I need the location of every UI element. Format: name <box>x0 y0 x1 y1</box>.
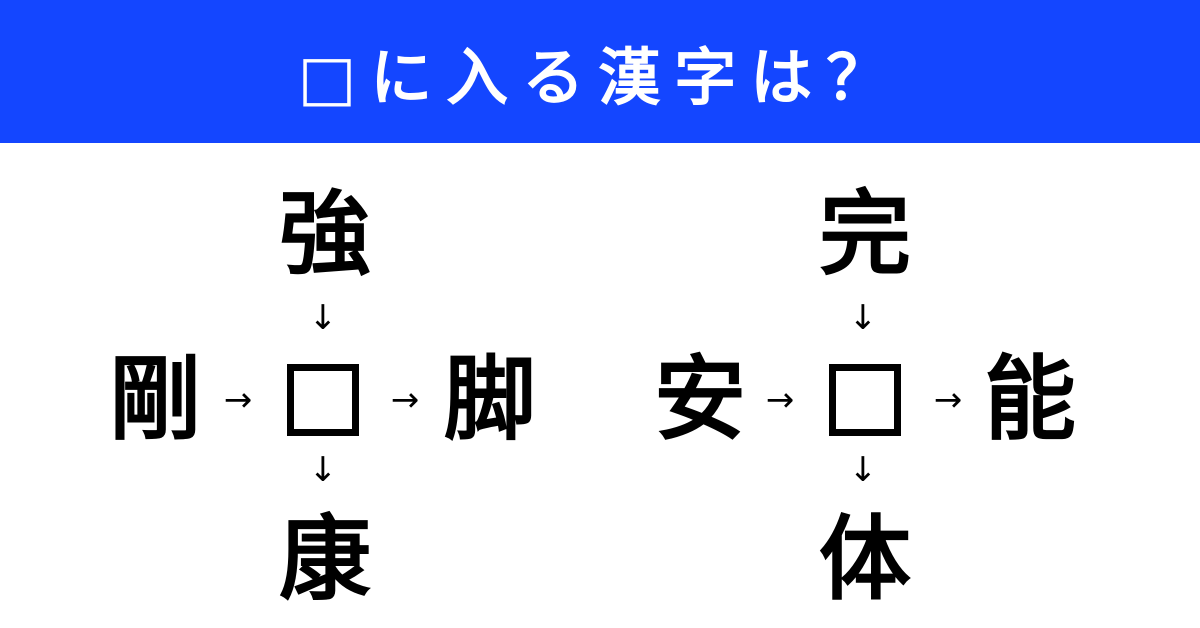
page-title: □に入る漢字は？ <box>297 40 903 114</box>
header-banner: □に入る漢字は？ <box>0 0 1200 143</box>
right-arrow-icon: → <box>390 380 420 420</box>
down-arrow-icon: ↓ <box>848 298 878 338</box>
down-arrow-icon: ↓ <box>308 450 338 490</box>
puzzle-1-top-kanji: 強 <box>278 181 372 288</box>
puzzle-1-left-kanji: 剛 <box>108 346 202 453</box>
puzzle-1-blank-box <box>287 364 359 436</box>
down-arrow-icon: ↓ <box>848 450 878 490</box>
puzzle-1-bottom-kanji: 康 <box>278 506 372 613</box>
down-arrow-icon: ↓ <box>308 298 338 338</box>
puzzle-1-right-kanji: 脚 <box>443 346 537 453</box>
puzzle-2-blank-box <box>829 364 901 436</box>
puzzle-2-left-kanji: 安 <box>653 346 747 453</box>
right-arrow-icon: → <box>223 380 253 420</box>
puzzle-2-bottom-kanji: 体 <box>818 506 912 613</box>
puzzle-2-top-kanji: 完 <box>818 181 912 288</box>
right-arrow-icon: → <box>933 380 963 420</box>
right-arrow-icon: → <box>765 380 795 420</box>
puzzle-2-right-kanji: 能 <box>983 346 1077 453</box>
